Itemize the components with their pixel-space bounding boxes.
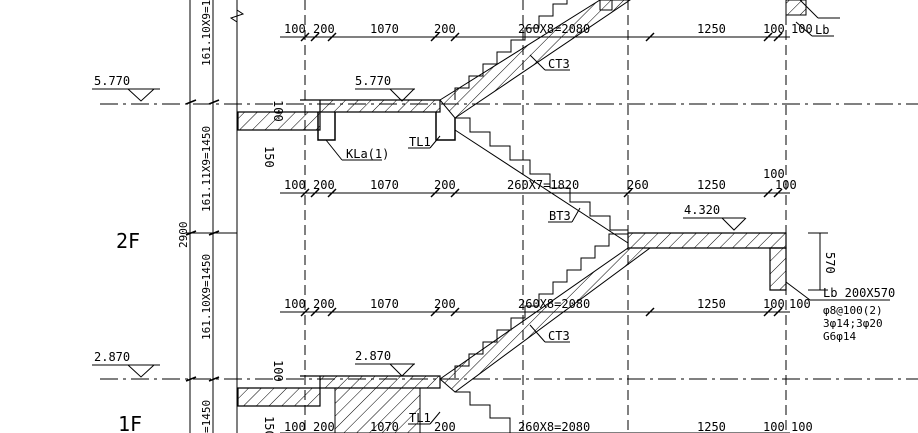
slab-level-marker-lower: 2.870 [355,349,415,377]
dim-mid-4: 200 [434,178,456,192]
label-ct3-top: CT3 [529,54,570,71]
dim-mid-6: 260 [627,178,649,192]
label-tl1-lower-text: TL1 [409,411,431,425]
dim-mid-2: 200 [313,178,335,192]
upper-floor-slab [237,99,456,141]
landing-level-text: 4.320 [684,203,720,217]
dim-top-6: 1250 [697,22,726,36]
label-tl1-lower: TL1 [408,411,441,425]
v-dim-150-upper: 150 [262,146,276,168]
dim-top-4: 200 [434,22,456,36]
label-ct3-low: CT3 [529,324,570,343]
level-marker-upper: 5.770 [92,74,160,102]
dim-bot-1: 100 [284,420,306,433]
left-dim-bottom: =1450 [200,400,213,433]
dim-mid-9: 100 [775,178,797,192]
rebar-side-text: G6φ14 [823,330,856,343]
level-text-upper: 5.770 [94,74,130,88]
level-text-middle: 2.870 [94,350,130,364]
v-dim-100-lower: 100 [271,360,285,382]
dim-mid-8: 100 [763,167,785,181]
dim-bot-7: 100 [763,420,785,433]
dim-low-2: 200 [313,297,335,311]
label-bt3: BT3 [548,207,581,223]
label-lb-top: Lb [795,21,834,37]
top-beam [785,0,840,19]
rebar-main-text: 3φ14;3φ20 [823,317,883,330]
dim-bot-5: 260X8=2080 [518,420,590,433]
left-dimension-chain [185,0,245,433]
rebar-stirrup-text: φ8@100(2) [823,304,883,317]
dim-top-3: 1070 [370,22,399,36]
v-dim-100-upper: 100 [271,100,285,122]
dim-mid-3: 1070 [370,178,399,192]
floor-label-1f: 1F [118,412,142,433]
floor-label-2f: 2F [116,229,140,253]
story-height-2900: 2900 [177,222,190,249]
slab-level-text-upper: 5.770 [355,74,391,88]
dim-bot-8: 100 [791,420,813,433]
dim-low-7: 100 [763,297,785,311]
dim-low-6: 1250 [697,297,726,311]
dim-low-8: 100 [789,297,811,311]
dim-top-2: 200 [313,22,335,36]
dim-top-7: 100 [763,22,785,36]
landing-slab: 4.320 [627,203,787,291]
label-tl1-upper: TL1 [408,135,441,149]
stair-flight-lower [439,233,652,393]
left-dim-top: 161.10X9=1450 [200,0,213,66]
stair-flight-upper [439,0,631,119]
dimension-row-bottom: 100 200 1070 200 260X8=2080 1250 100 100 [280,420,813,433]
label-lb-beam: Lb 200X570 φ8@100(2) 3φ14;3φ20 G6φ14 [785,281,895,343]
label-bt3-text: BT3 [549,209,571,223]
lower-floor-slab [237,375,511,433]
dim-mid-5: 260X7=1820 [507,178,579,192]
v-dim-570: 570 [808,232,837,291]
label-tl1-upper-text: TL1 [409,135,431,149]
slab-level-text-lower: 2.870 [355,349,391,363]
dim-bot-2: 200 [313,420,335,433]
dim-low-1: 100 [284,297,306,311]
label-ct3-top-text: CT3 [548,57,570,71]
dim-low-3: 1070 [370,297,399,311]
slab-level-marker-upper: 5.770 [355,74,415,102]
label-lb-top-text: Lb [815,23,829,37]
dim-bot-6: 1250 [697,420,726,433]
dim-bot-4: 200 [434,420,456,433]
label-lb-beam-text: Lb 200X570 [823,286,895,300]
label-kla: KLa(1) [325,139,389,161]
dim-mid-7: 1250 [697,178,726,192]
v-dim-570-text: 570 [823,252,837,274]
label-kla-text: KLa(1) [346,147,389,161]
dimension-row-low: 100 200 1070 200 260X8=2080 1250 100 100 [280,297,811,317]
dim-top-1: 100 [284,22,306,36]
label-ct3-low-text: CT3 [548,329,570,343]
dim-mid-1: 100 [284,178,306,192]
stair-flight-middle [454,117,629,244]
dim-low-4: 200 [434,297,456,311]
level-marker-middle: 2.870 [92,350,160,378]
dimension-row-mid: 100 200 1070 200 260X7=1820 260 1250 100… [280,167,797,198]
left-dim-low: 161.10X9=1450 [200,254,213,340]
v-dim-150-lower: 150 [262,416,276,433]
left-dim-mid: 161.11X9=1450 [200,126,213,212]
